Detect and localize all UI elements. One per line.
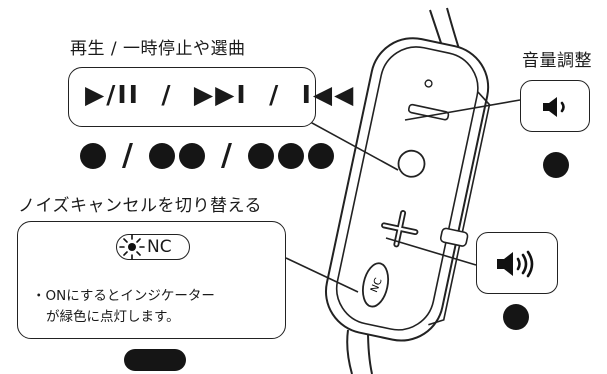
remote-nc-button: [362, 262, 390, 308]
triple-press-dot-1: [247, 142, 274, 169]
nc-note-line-2: が緑色に点灯します。: [46, 309, 180, 325]
noise-cancel-heading: ノイズキャンセルを切り替える: [18, 196, 262, 216]
press-sep-2: /: [220, 138, 232, 173]
playback-box: ▶/II / ▶▶I / I◀◀: [68, 67, 353, 127]
playback-heading: 再生 / 一時停止や選曲: [70, 39, 246, 59]
volume-down-icon: [543, 97, 565, 117]
indicator-light-icon: [119, 234, 145, 260]
nc-button-graphic: NC: [116, 234, 190, 260]
nc-button-label: NC: [147, 237, 172, 257]
playback-controls: ▶/II / ▶▶I / I◀◀: [85, 80, 356, 109]
pointer-volume-down: [404, 99, 521, 121]
volume-down-box: [520, 80, 590, 132]
volume-down-press-dot: [543, 152, 569, 178]
noise-cancel-box: NC ・ONにするとインジケーター が緑色に点灯します。: [17, 221, 286, 339]
volume-up-icon: [497, 250, 534, 278]
triple-press-dot-3: [307, 142, 334, 169]
volume-up-box: [476, 232, 558, 294]
multi-function-button: [397, 149, 426, 178]
nc-long-press-bar: [124, 349, 186, 371]
single-press-dot: [80, 142, 106, 169]
volume-up-press-dot: [503, 304, 529, 330]
remote-body: NC: [324, 37, 491, 342]
double-press-dot-1: [148, 142, 175, 169]
double-press-dot-2: [178, 142, 205, 169]
pointer-nc: [285, 257, 359, 293]
press-sep-1: /: [122, 138, 133, 173]
volume-heading: 音量調整: [522, 51, 592, 71]
cable-bottom: [346, 329, 353, 374]
pointer-volume-up: [385, 237, 477, 266]
nc-note-line-1: ・ONにするとインジケーター: [32, 288, 215, 304]
triple-press-dot-2: [277, 142, 304, 169]
press-pattern-row: / /: [80, 138, 334, 173]
remote-nc-label: NC: [369, 277, 385, 295]
